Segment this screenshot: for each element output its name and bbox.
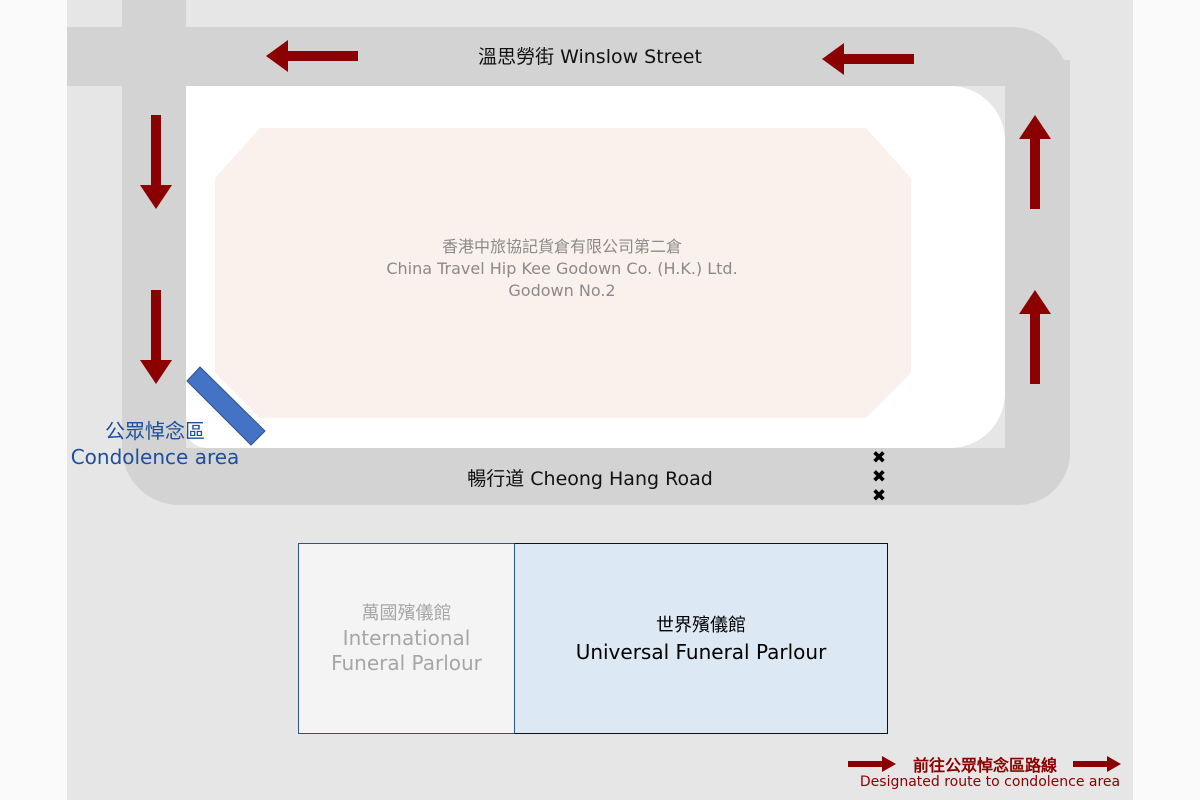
legend-arrow-icon (848, 756, 896, 772)
route-arrow-up-icon (1019, 290, 1051, 384)
parlour-name-en-1: International (342, 626, 471, 650)
street-label-winslow: 溫思勞街 Winslow Street (478, 46, 702, 68)
godown-label: 香港中旅協記貨倉有限公司第二倉 China Travel Hip Kee God… (362, 236, 762, 302)
condolence-area-marker[interactable] (185, 365, 270, 450)
godown-subtitle: Godown No.2 (508, 281, 616, 300)
street-label-cheong-hang: 暢行道 Cheong Hang Road (467, 468, 713, 490)
road-cheong-hang (122, 448, 1070, 505)
road-barrier-icon: ✖ ✖ ✖ (871, 448, 887, 506)
route-arrow-down-icon (140, 115, 172, 209)
condolence-area-label: 公眾悼念區 Condolence area (60, 418, 250, 470)
route-arrow-down-icon (140, 290, 172, 384)
legend-arrow-icon (1073, 756, 1121, 772)
condolence-label-en: Condolence area (70, 445, 240, 469)
legend-label-zh: 前往公眾悼念區路線 (912, 756, 1057, 775)
parlour-name-en-2: Funeral Parlour (331, 651, 482, 675)
parlour-name-zh: 萬國殯儀館 (361, 603, 452, 624)
godown-building (215, 128, 911, 418)
godown-name-en: China Travel Hip Kee Godown Co. (H.K.) L… (386, 259, 738, 278)
condolence-label-zh: 公眾悼念區 (105, 419, 205, 443)
route-arrow-left-icon (822, 43, 914, 75)
parlour-name-zh: 世界殯儀館 (656, 614, 746, 636)
road-left-vertical (122, 0, 186, 505)
parlour-name-en: Universal Funeral Parlour (575, 639, 827, 664)
route-arrow-up-icon (1019, 115, 1051, 209)
godown-name-zh: 香港中旅協記貨倉有限公司第二倉 (441, 237, 682, 256)
route-arrow-left-icon (266, 40, 358, 72)
legend-label-en: Designated route to condolence area (859, 774, 1121, 790)
international-funeral-parlour[interactable]: 萬國殯儀館 International Funeral Parlour (298, 543, 515, 734)
universal-funeral-parlour[interactable]: 世界殯儀館 Universal Funeral Parlour (514, 543, 888, 734)
